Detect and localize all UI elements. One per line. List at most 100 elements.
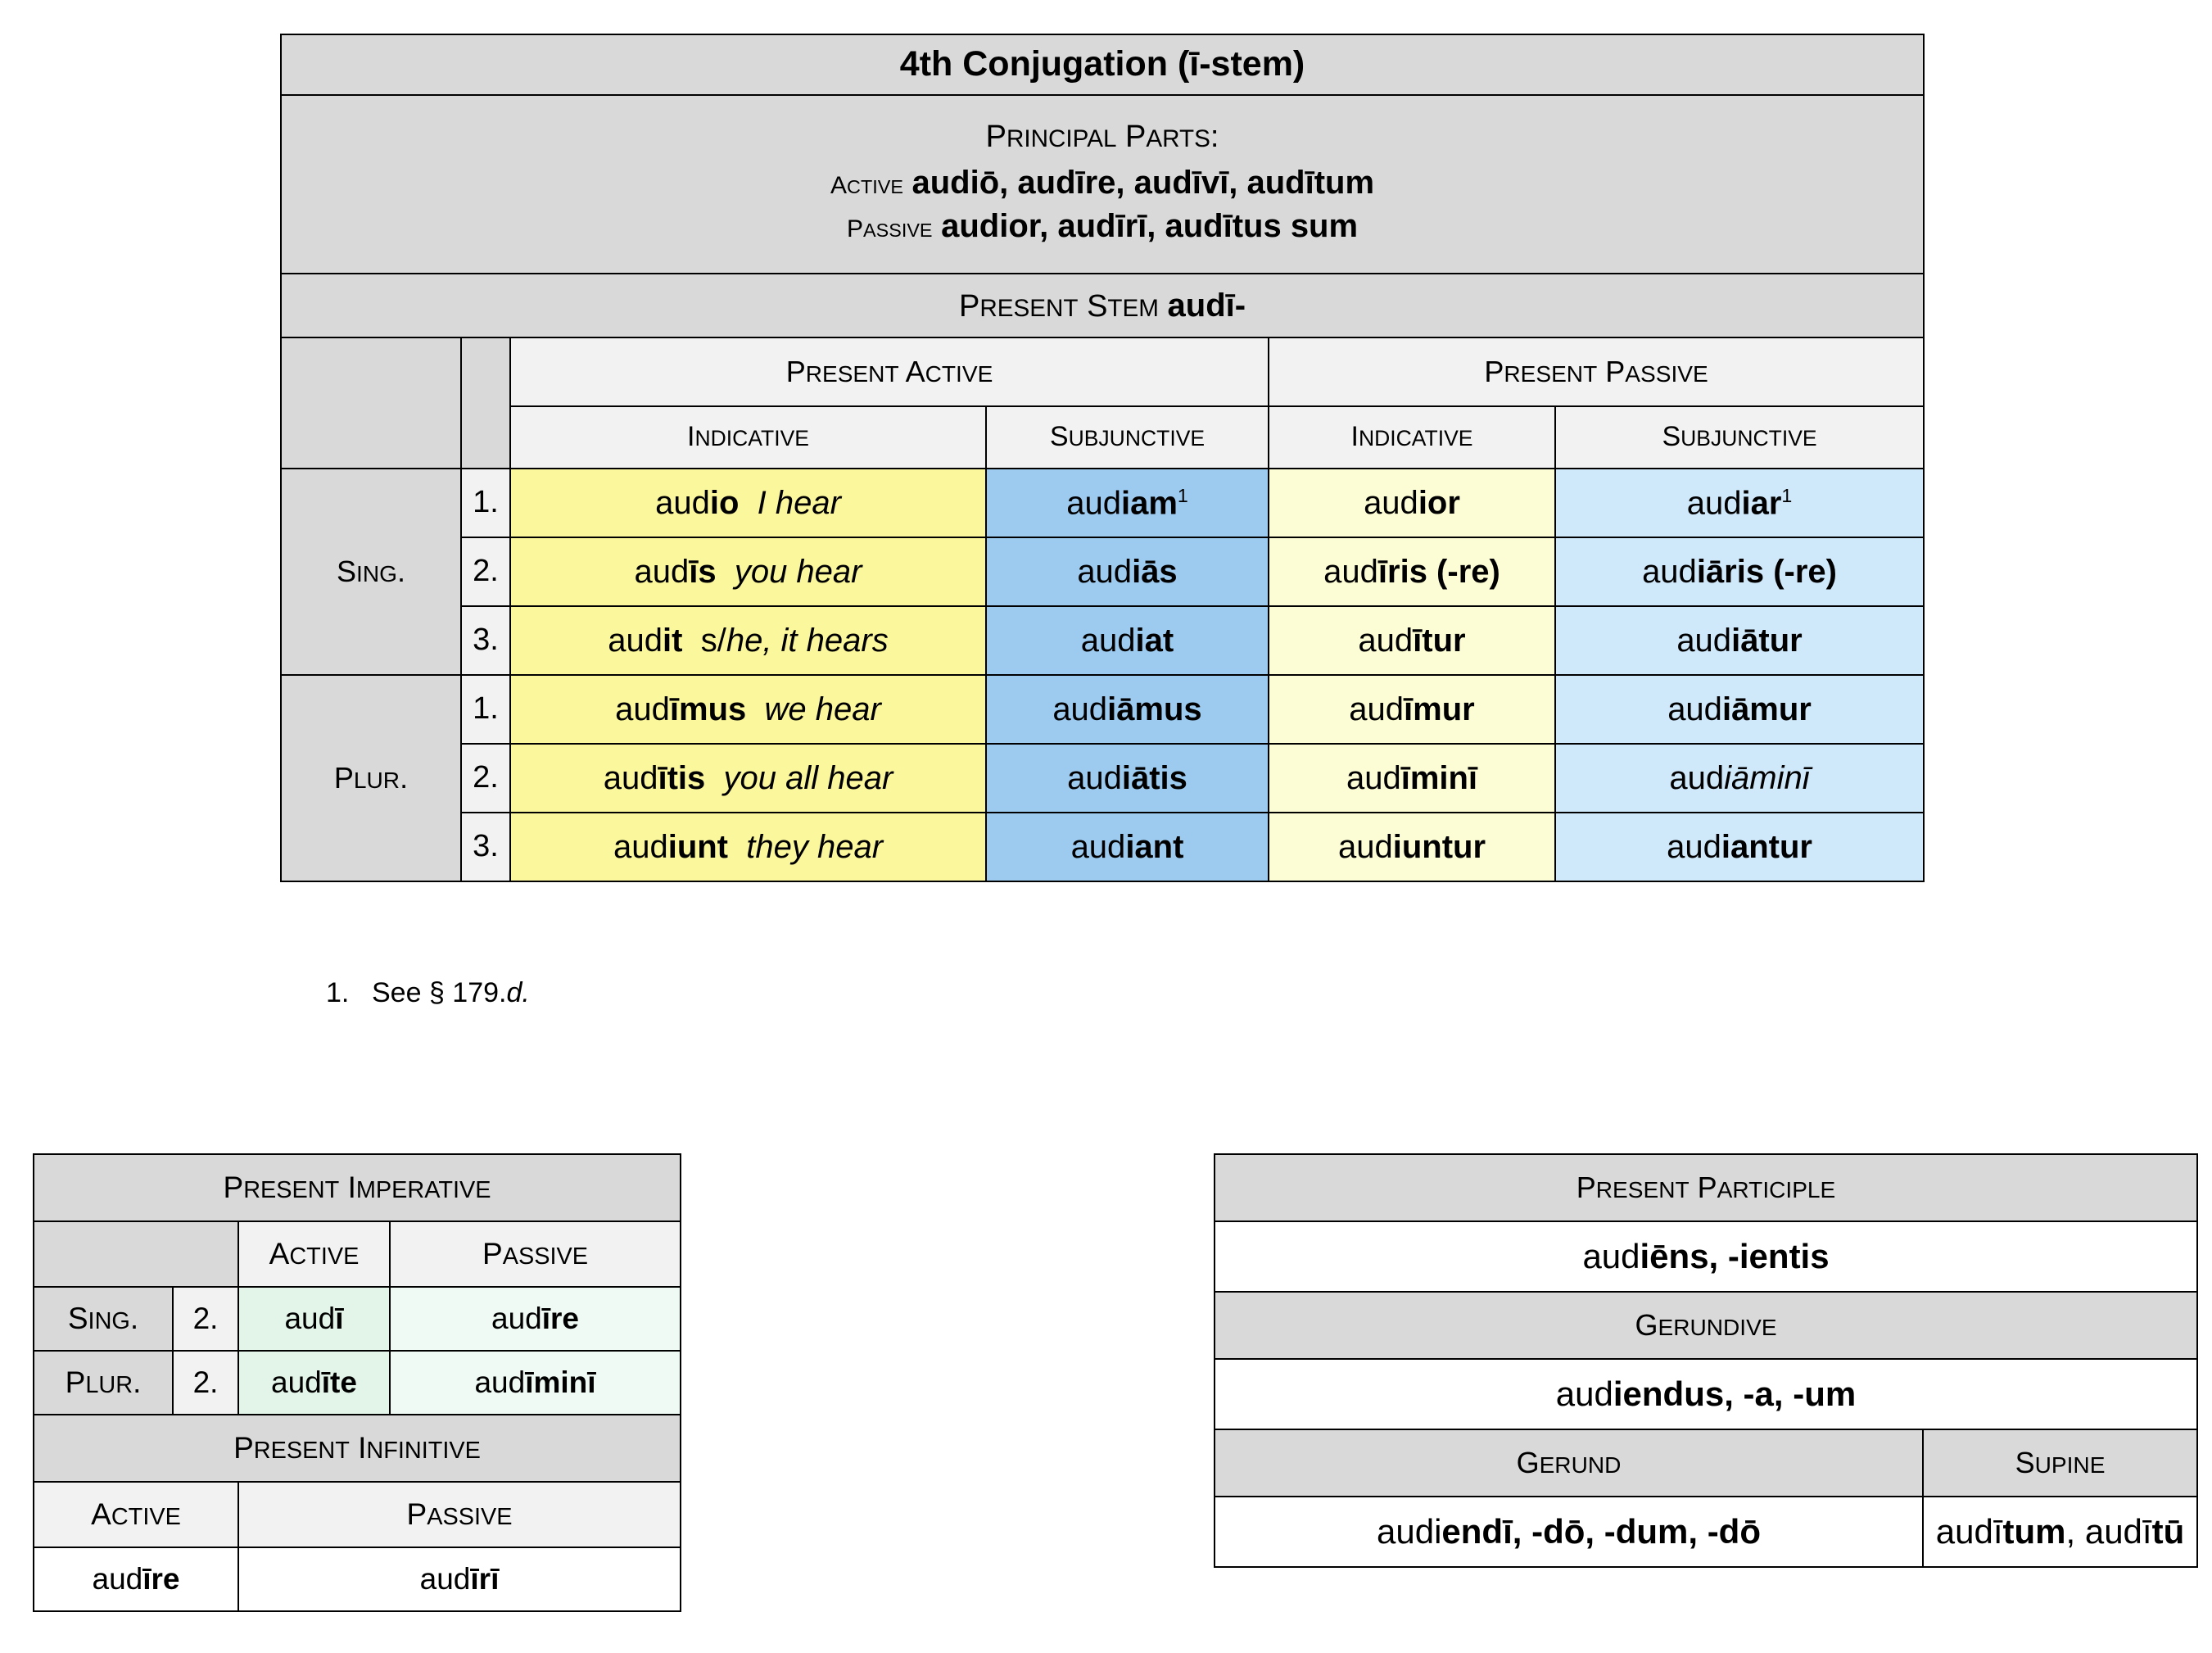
form-supine: audītum, audītū bbox=[1921, 1496, 2199, 1568]
form-passive-subjunctive: audiar1 bbox=[1554, 468, 1925, 538]
form-present-participle: audiēns, -ientis bbox=[1213, 1221, 2199, 1293]
table-row-infinitive-banner: PRESENT INFINITIVE bbox=[32, 1414, 682, 1483]
table-row-voice-headers: PRESENT ACTIVE PRESENT PASSIVE bbox=[280, 337, 1925, 469]
table-row: audiendus, -a, -um bbox=[1213, 1358, 2199, 1430]
person-number: 3. bbox=[460, 812, 511, 882]
form-passive-indicative: audīmur bbox=[1268, 674, 1556, 745]
table-row-imperative-headers: ACTIVE PASSIVE bbox=[33, 1221, 682, 1288]
header-passive-subjunctive: SUBJUNCTIVE bbox=[1554, 405, 1925, 469]
form-passive-subjunctive: audiātur bbox=[1554, 605, 1925, 676]
infinitive-banner: PRESENT INFINITIVE bbox=[32, 1414, 682, 1483]
table-row-participle-banner: PRESENT PARTICIPLE bbox=[1213, 1153, 2199, 1222]
header-present-passive: PRESENT PASSIVE bbox=[1267, 337, 1925, 407]
table-row: 3. audit s/he, it hears audiat audītur a… bbox=[281, 605, 1925, 676]
form-active-subjunctive: audiam1 bbox=[985, 468, 1269, 538]
chart-title: 4th Conjugation (ī-stem) bbox=[279, 34, 1925, 96]
header-present-active: PRESENT ACTIVE bbox=[509, 337, 1269, 407]
form-passive-subjunctive: audiantur bbox=[1554, 812, 1925, 882]
header-infinitive-passive: PASSIVE bbox=[237, 1481, 682, 1548]
form-active-subjunctive: audiās bbox=[985, 537, 1269, 607]
header-passive-indicative: INDICATIVE bbox=[1268, 405, 1556, 469]
header-imperative-passive: PASSIVE bbox=[388, 1221, 682, 1288]
header-active-subjunctive: SUBJUNCTIVE bbox=[985, 405, 1269, 469]
person-number: 3. bbox=[460, 605, 511, 676]
imperative-infinitive-table: PRESENT IMPERATIVE ACTIVE PASSIVE SING. … bbox=[32, 1153, 682, 1612]
header-imperative-active: ACTIVE bbox=[237, 1221, 391, 1288]
person-number: 2. bbox=[172, 1286, 239, 1352]
form-active-indicative: audit s/he, it hears bbox=[509, 605, 987, 676]
form-imperative-passive: audīminī bbox=[388, 1350, 682, 1415]
footnote-text-italic: d. bbox=[506, 977, 530, 1008]
principal-parts-passive: PASSIVE audior, audīrī, audītus sum bbox=[847, 207, 1359, 244]
table-row: 3. audiunt they hear audiant audiuntur a… bbox=[281, 812, 1925, 882]
form-gerund: audiendī, -dō, -dum, -dō bbox=[1214, 1496, 1924, 1568]
footnote-number: 1. bbox=[326, 977, 350, 1008]
footnote-text: See § 179. bbox=[372, 977, 507, 1008]
form-active-indicative: audiunt they hear bbox=[509, 812, 987, 882]
table-row-infinitive-headers: ACTIVE PASSIVE bbox=[33, 1481, 682, 1548]
row-label-plural: PLUR. bbox=[33, 1350, 174, 1415]
table-row-imperative-banner: PRESENT IMPERATIVE bbox=[32, 1153, 682, 1222]
participle-gerund-table: PRESENT PARTICIPLE audiēns, -ientis GERU… bbox=[1213, 1153, 2199, 1568]
principal-parts-active: ACTIVE audiō, audīre, audīvī, audītum bbox=[830, 165, 1375, 202]
form-passive-indicative: audīris (-re) bbox=[1268, 537, 1556, 607]
form-infinitive-active: audīre bbox=[33, 1547, 239, 1612]
form-active-indicative: audio I hear bbox=[509, 468, 987, 538]
gerund-banner: GERUND bbox=[1214, 1429, 1924, 1497]
table-row: 2. audītis you all hear audiātis audīmin… bbox=[281, 743, 1925, 813]
present-stem-cell: PRESENT STEM audī- bbox=[279, 273, 1925, 338]
form-imperative-active: audīte bbox=[237, 1350, 391, 1415]
table-row-principal-parts: PRINCIPAL PARTS: ACTIVE audiō, audīre, a… bbox=[279, 94, 1925, 274]
table-row: audīre audīrī bbox=[33, 1547, 682, 1612]
table-row: PLUR. 1. audīmus we hear audiāmus audīmu… bbox=[280, 674, 1925, 882]
form-passive-indicative: audiuntur bbox=[1268, 812, 1556, 882]
gerundive-banner: GERUNDIVE bbox=[1213, 1291, 2199, 1360]
form-active-subjunctive: audiat bbox=[985, 605, 1269, 676]
table-row: audiendī, -dō, -dum, -dō audītum, audītū bbox=[1214, 1496, 2199, 1568]
supine-banner: SUPINE bbox=[1921, 1429, 2199, 1497]
form-passive-subjunctive: audiāminī bbox=[1554, 743, 1925, 813]
person-number: 1. bbox=[460, 674, 511, 745]
person-number: 2. bbox=[172, 1350, 239, 1415]
header-active-indicative: INDICATIVE bbox=[509, 405, 987, 469]
person-number: 2. bbox=[460, 743, 511, 813]
participle-banner: PRESENT PARTICIPLE bbox=[1213, 1153, 2199, 1222]
form-active-indicative: audīs you hear bbox=[509, 537, 987, 607]
form-active-indicative: audīmus we hear bbox=[509, 674, 987, 745]
form-passive-indicative: audītur bbox=[1268, 605, 1556, 676]
table-row-present-stem: PRESENT STEM audī- bbox=[279, 273, 1925, 338]
form-imperative-active: audī bbox=[237, 1286, 391, 1352]
form-passive-indicative: audior bbox=[1268, 468, 1556, 538]
table-row: PLUR. 2. audīte audīminī bbox=[33, 1350, 682, 1415]
form-passive-indicative: audīminī bbox=[1268, 743, 1556, 813]
imperative-banner: PRESENT IMPERATIVE bbox=[32, 1153, 682, 1222]
form-gerundive: audiendus, -a, -um bbox=[1213, 1358, 2199, 1430]
footnote: 1. See § 179.d. bbox=[326, 977, 530, 1009]
row-label-singular: SING. bbox=[280, 468, 462, 676]
main-conjugation-table: 4th Conjugation (ī-stem) PRINCIPAL PARTS… bbox=[279, 34, 1925, 882]
person-number: 1. bbox=[460, 468, 511, 538]
corner-cell-empty-2 bbox=[460, 337, 511, 469]
table-row-title: 4th Conjugation (ī-stem) bbox=[279, 34, 1925, 96]
row-label-singular: SING. bbox=[33, 1286, 174, 1352]
principal-parts-cell: PRINCIPAL PARTS: ACTIVE audiō, audīre, a… bbox=[279, 94, 1925, 274]
person-number: 2. bbox=[460, 537, 511, 607]
form-imperative-passive: audīre bbox=[388, 1286, 682, 1352]
form-active-subjunctive: audiant bbox=[985, 812, 1269, 882]
form-active-indicative: audītis you all hear bbox=[509, 743, 987, 813]
table-row: SING. 2. audī audīre bbox=[33, 1286, 682, 1352]
form-passive-subjunctive: audiāmur bbox=[1554, 674, 1925, 745]
form-active-subjunctive: audiāmus bbox=[985, 674, 1269, 745]
form-passive-subjunctive: audiāris (-re) bbox=[1554, 537, 1925, 607]
table-row: SING. 1. audio I hear audiam1 audior aud… bbox=[280, 468, 1925, 676]
corner-cell-empty bbox=[280, 337, 462, 469]
form-infinitive-passive: audīrī bbox=[237, 1547, 682, 1612]
row-label-plural: PLUR. bbox=[280, 674, 462, 882]
table-row-gerundive-banner: GERUNDIVE bbox=[1213, 1291, 2199, 1360]
form-active-subjunctive: audiātis bbox=[985, 743, 1269, 813]
table-row-mood-headers: INDICATIVE SUBJUNCTIVE INDICATIVE SUBJUN… bbox=[281, 405, 1925, 469]
imperative-corner-cell bbox=[33, 1221, 239, 1288]
principal-parts-heading: PRINCIPAL PARTS: bbox=[985, 120, 1219, 155]
table-row: audiēns, -ientis bbox=[1213, 1221, 2199, 1293]
table-row-gerund-supine-headers: GERUND SUPINE bbox=[1214, 1429, 2199, 1497]
